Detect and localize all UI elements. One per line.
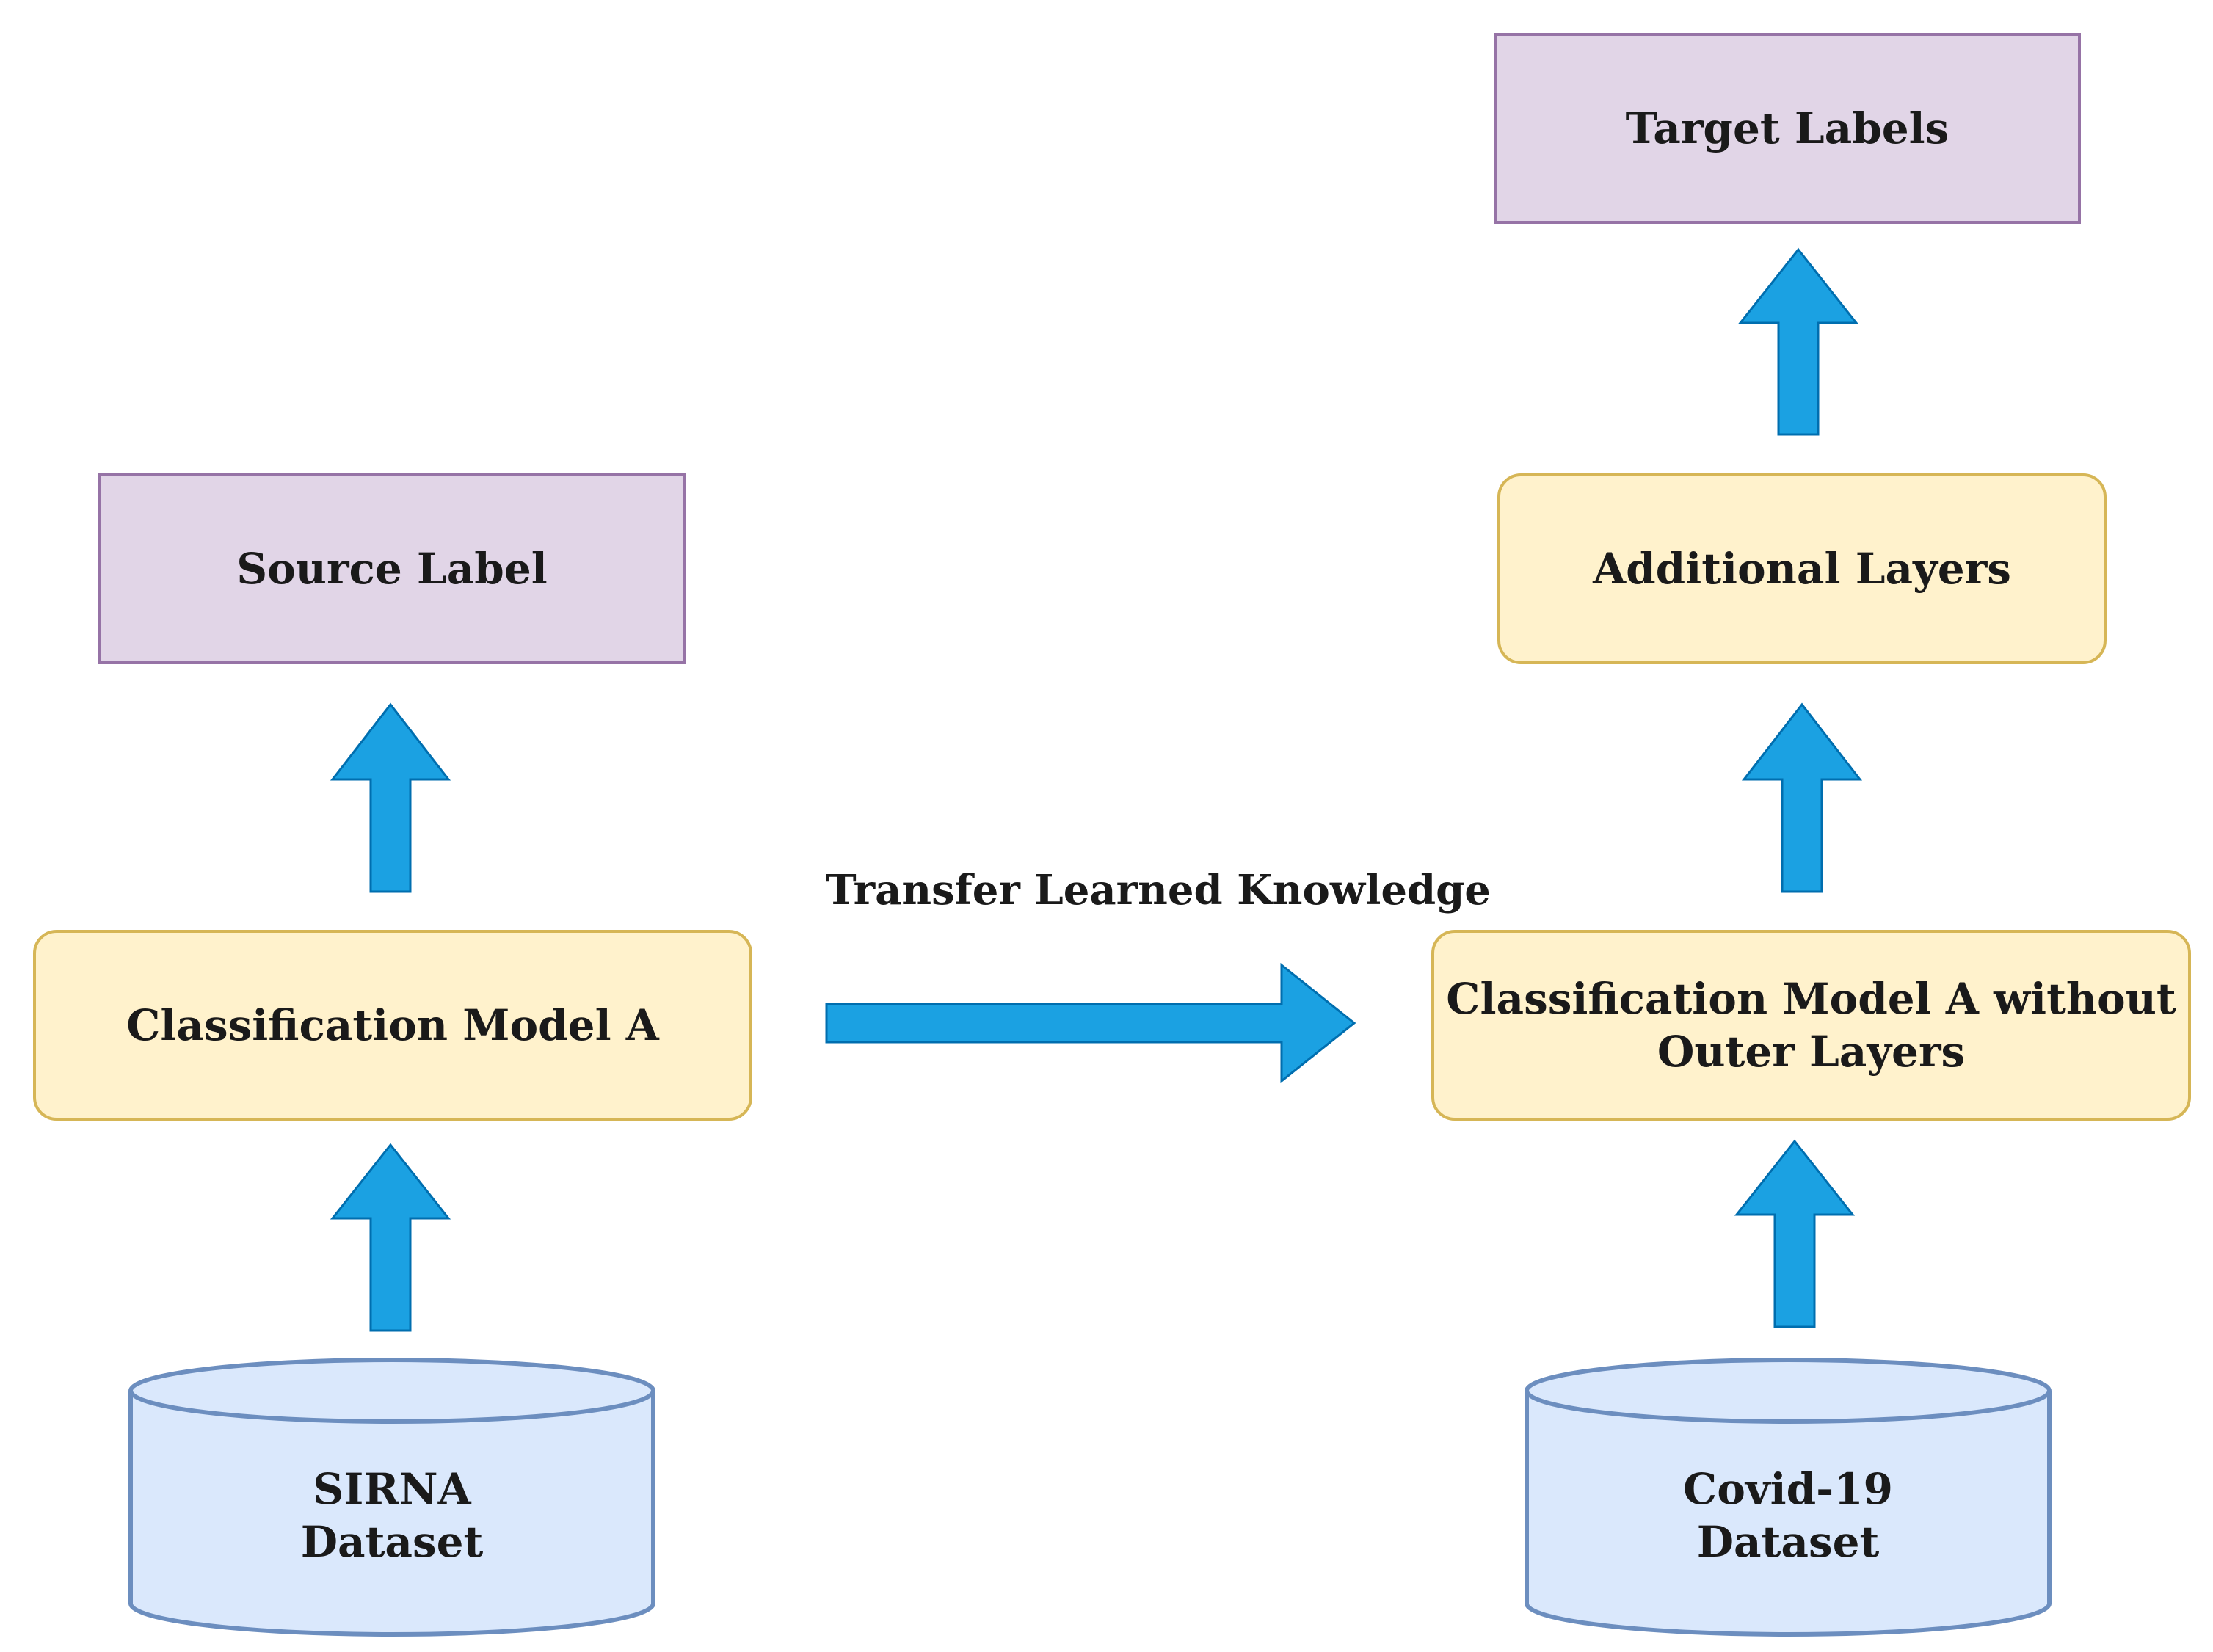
sirna-dataset-line2: Dataset (300, 1517, 484, 1567)
classification-model-a-without-outer-layers-text: Classification Model A without Outer Lay… (1446, 973, 2176, 1077)
additional-layers-text: Additional Layers (1593, 543, 2011, 594)
classification-model-a-text: Classification Model A (126, 1000, 659, 1050)
target-labels-text: Target Labels (1625, 103, 1949, 153)
additional-layers-box: Additional Layers (1497, 473, 2107, 664)
target-labels-box: Target Labels (1494, 33, 2081, 224)
transfer-knowledge-label: Transfer Learned Knowledge (826, 866, 1491, 914)
covid-dataset-line1: Covid-19 (1683, 1463, 1893, 1514)
covid-dataset-label: Covid-19 Dataset (1527, 1431, 2049, 1600)
source-label-box: Source Label (98, 473, 686, 664)
classification-model-a-without-outer-layers-box: Classification Model A without Outer Lay… (1431, 930, 2191, 1121)
arrow-model-a-to-source-label (330, 702, 451, 893)
arrow-covid-to-model-a-without-outer (1734, 1139, 1856, 1328)
source-label-text: Source Label (236, 543, 548, 594)
arrow-transfer-knowledge (825, 962, 1356, 1084)
arrow-additional-to-target-labels (1737, 247, 1859, 436)
covid-dataset-cylinder (1525, 1358, 2052, 1637)
arrow-model-to-additional-layers (1741, 702, 1863, 893)
arrow-sirna-to-model-a (330, 1143, 451, 1332)
sirna-dataset-cylinder (128, 1358, 655, 1637)
classification-model-a-box: Classification Model A (33, 930, 752, 1121)
sirna-dataset-line1: SIRNA (313, 1463, 471, 1514)
sirna-dataset-label: SIRNA Dataset (131, 1431, 653, 1600)
covid-dataset-line2: Dataset (1696, 1517, 1880, 1567)
